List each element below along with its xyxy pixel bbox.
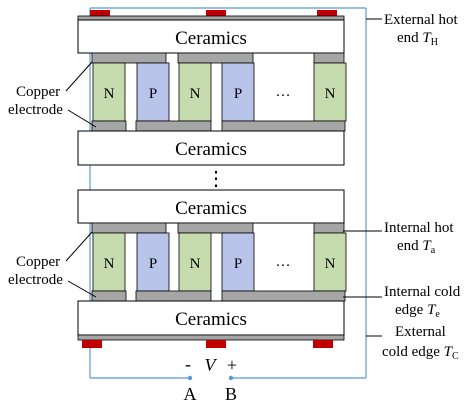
svg-text:cold edge TC: cold edge TC [382, 344, 459, 362]
top-module-electrode-top-2 [313, 52, 345, 64]
top-module-top-contact-2 [317, 10, 337, 17]
terminals: - V + A B [184, 354, 238, 404]
top-module-leg-0 [92, 62, 126, 122]
label-copper-electrode-bottom: Copper electrode [8, 231, 97, 298]
svg-text:electrode: electrode [8, 102, 63, 118]
bottom-module-leg-1 [136, 232, 170, 292]
top-module-leg-label-5: N [325, 86, 336, 102]
top-module-leg-label-3: P [234, 86, 242, 102]
vertical-dots: ⋮ [206, 168, 226, 190]
voltage-label: V [205, 355, 218, 375]
top-module-ceramic-top [77, 19, 345, 54]
top-module-top-contact-0 [90, 10, 110, 17]
top-module-electrode-bottom-1 [135, 120, 212, 132]
svg-text:Copper: Copper [16, 254, 60, 270]
label-copper-electrode-top: Copper electrode [8, 61, 97, 128]
terminal-a-dot [187, 375, 193, 381]
bottom-module-ceramic-bottom-label: Ceramics [175, 309, 247, 330]
bottom-module-bottom-contact-1 [206, 340, 226, 348]
bottom-module-ceramic-top-label: Ceramics [175, 198, 247, 219]
bottom-module-ellipsis: … [276, 254, 291, 270]
bottom-module-leg-label-1: P [149, 256, 157, 272]
svg-text:External hot: External hot [384, 12, 459, 28]
bottom-module-leg-2 [178, 232, 212, 292]
top-module-leg-1 [136, 62, 170, 122]
top-module-top-contact-1 [206, 10, 226, 17]
svg-text:end TH: end TH [397, 30, 438, 48]
bottom-module-electrode-bottom-2 [221, 290, 346, 302]
svg-text:electrode: electrode [8, 272, 63, 288]
bottom-module-electrode-bottom-0 [91, 290, 127, 302]
top-module-leg-2 [178, 62, 212, 122]
bottom-module-bottom-outer-strip [77, 334, 345, 341]
top-module-electrode-bottom-2 [221, 120, 346, 132]
top-module-ceramic-top-label: Ceramics [175, 28, 247, 49]
bottom-module-bottom-contact-2 [313, 340, 333, 348]
terminal-b-label: B [225, 384, 237, 404]
bottom-module-leg-label-0: N [104, 256, 115, 272]
plus-sign: + [227, 355, 237, 375]
top-module-leg-3 [221, 62, 255, 122]
bottom-module-ceramic-top [77, 189, 345, 224]
svg-text:end Ta: end Ta [397, 238, 436, 256]
svg-text:edge Te: edge Te [395, 302, 440, 320]
top-module-electrode-top-1 [177, 52, 254, 64]
top-module-leg-label-2: N [190, 86, 201, 102]
bottom-module-electrode-top-0 [91, 222, 167, 234]
bottom-module-leg-label-3: P [234, 256, 242, 272]
top-module-ceramic-bottom-label: Ceramics [175, 139, 247, 160]
top-module-leg-label-1: P [149, 86, 157, 102]
bottom-module-electrode-bottom-1 [135, 290, 212, 302]
bottom-module-leg-0 [92, 232, 126, 292]
bottom-module-leg-label-5: N [325, 256, 336, 272]
bottom-module-leg-label-2: N [190, 256, 201, 272]
bottom-module-bottom-contact-0 [82, 340, 102, 348]
top-module-electrode-bottom-0 [91, 120, 127, 132]
bottom-module-electrode-top-1 [177, 222, 254, 234]
top-module-electrode-top-0 [91, 52, 167, 64]
label-internal-cold: Internal cold edge Te [343, 284, 461, 320]
top-module-ellipsis: … [276, 84, 291, 100]
terminal-b-dot [228, 375, 234, 381]
bottom-module-electrode-top-2 [313, 222, 345, 234]
top-module-ceramic-bottom [77, 130, 345, 166]
bottom-module-leg-3 [221, 232, 255, 292]
label-external-hot: External hot end TH [366, 12, 459, 48]
minus-sign: - [185, 354, 191, 374]
terminal-a-label: A [184, 384, 197, 404]
label-internal-hot: Internal hot end Ta [343, 220, 454, 256]
top-module-leg-label-0: N [104, 86, 115, 102]
svg-text:Internal hot: Internal hot [384, 220, 454, 236]
svg-text:External: External [395, 324, 446, 340]
svg-text:Internal cold: Internal cold [384, 284, 461, 300]
label-external-cold: External cold edge TC [366, 324, 459, 362]
bottom-module-leg-5 [313, 232, 347, 292]
svg-text:Copper: Copper [16, 84, 60, 100]
